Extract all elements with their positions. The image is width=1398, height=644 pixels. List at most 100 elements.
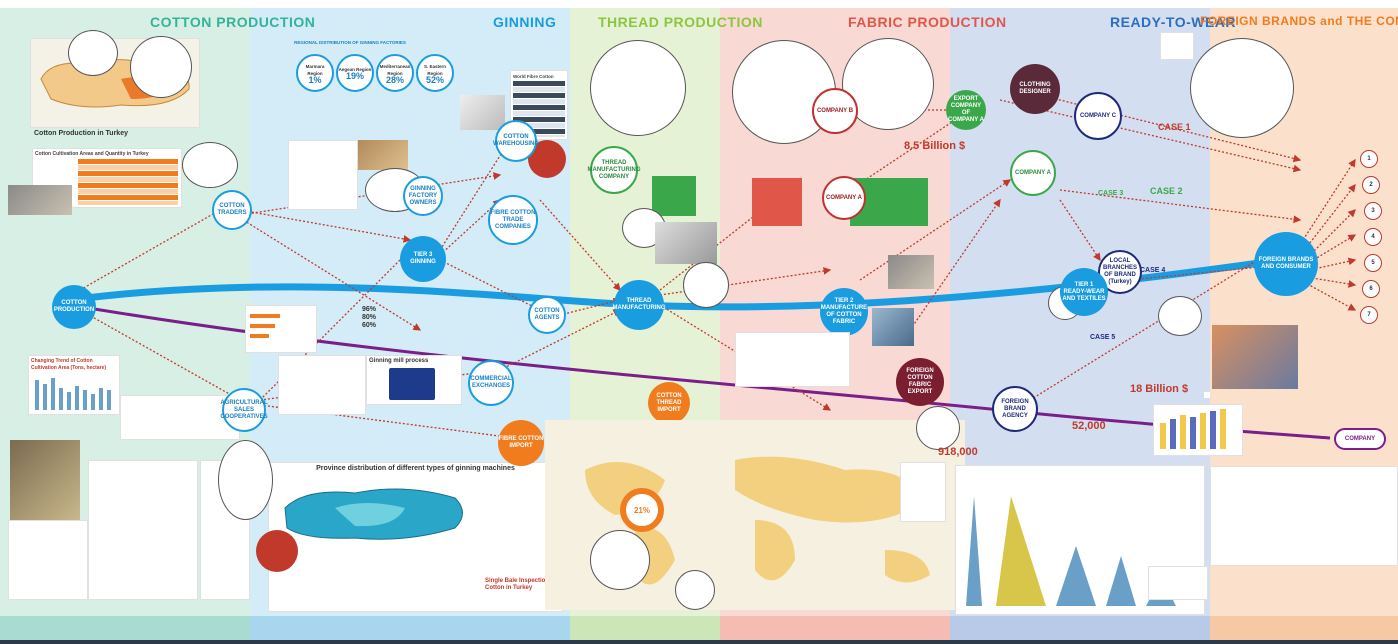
output-1: 1 bbox=[1360, 150, 1378, 168]
chart-price-line bbox=[278, 355, 366, 415]
footer-strip-fabric bbox=[720, 616, 950, 640]
figure-workers-2: 52,000 bbox=[1072, 420, 1106, 432]
node-company-a-rtw[interactable]: COMPANY A bbox=[1010, 150, 1056, 196]
regions-title: REGIONAL DISTRIBUTION OF GINNING FACTORI… bbox=[294, 40, 406, 45]
title-cultivation: Cotton Cultivation Areas and Quantity in… bbox=[35, 151, 149, 157]
chart-ginning-bars bbox=[245, 305, 317, 353]
bar-96 bbox=[250, 314, 280, 318]
note-green-1 bbox=[652, 176, 696, 216]
pct-60: 60% bbox=[362, 322, 377, 329]
region-aegean: Aegean Region 19% bbox=[336, 54, 374, 92]
note-red-fabric bbox=[752, 178, 802, 226]
rtw-bar bbox=[1160, 423, 1166, 449]
node-fibre-cotton-import[interactable]: FIBRE COTTON IMPORT bbox=[498, 420, 544, 466]
pct-list: 96% 80% 60% bbox=[312, 300, 382, 336]
case-3: CASE 3 bbox=[1098, 190, 1124, 197]
text-ginning-intro bbox=[288, 98, 458, 128]
node-foreign-brands-consumer[interactable]: FOREIGN BRANDS AND CONSUMER bbox=[1254, 232, 1318, 296]
bubble-cotton-3 bbox=[182, 142, 238, 188]
header-brands: FOREIGN BRANDS and THE CONSUMER bbox=[1200, 14, 1398, 28]
bubble-rtw-1 bbox=[1190, 38, 1294, 138]
header-thread: THREAD PRODUCTION bbox=[598, 14, 763, 30]
bubble-thread-6 bbox=[675, 570, 715, 610]
node-foreign-fabric-export[interactable]: FOREIGN COTTON FABRIC EXPORT bbox=[896, 358, 944, 406]
pct-80: 80% bbox=[362, 314, 377, 321]
node-agricultural-coops[interactable]: AGRICULTURAL SALES COOPERATIVES bbox=[220, 388, 268, 432]
node-foreign-brand-agency[interactable]: FOREIGN BRAND AGENCY bbox=[992, 386, 1038, 432]
chart-small-line bbox=[1148, 566, 1208, 600]
rtw-bar bbox=[1220, 409, 1226, 449]
node-fibre-cotton-trade[interactable]: FIBRE COTTON TRADE COMPANIES bbox=[488, 195, 538, 245]
photo-field bbox=[8, 185, 72, 215]
node-ginning[interactable]: TIER 3 GINNING bbox=[400, 236, 446, 282]
region-mediterranean: Mediterranean Region 28% bbox=[376, 54, 414, 92]
node-company-a-fabric[interactable]: COMPANY A bbox=[822, 176, 866, 220]
node-red-note-2 bbox=[256, 530, 298, 572]
output-4: 4 bbox=[1364, 228, 1382, 246]
bubble-rtw-3 bbox=[1158, 296, 1202, 336]
node-company-c[interactable]: COMPANY C bbox=[1074, 92, 1122, 140]
bubble-thread-3 bbox=[683, 262, 729, 308]
output-2: 2 bbox=[1362, 176, 1380, 194]
bubble-cotton-2 bbox=[130, 36, 192, 98]
output-5: 5 bbox=[1364, 254, 1382, 272]
node-cotton-warehousing[interactable]: COTTON WAREHOUSING bbox=[493, 120, 539, 162]
node-company[interactable]: COMPANY bbox=[1334, 428, 1386, 450]
case-1: CASE 1 bbox=[1158, 122, 1191, 132]
node-cotton-thread-import[interactable]: COTTON THREAD IMPORT bbox=[648, 382, 690, 424]
header-rtw: READY-TO-WEAR bbox=[1110, 14, 1237, 30]
node-thread-manufacturing-company[interactable]: THREAD MANUFACTURING COMPANY bbox=[588, 146, 641, 194]
footer bbox=[0, 616, 1398, 644]
node-cotton-traders[interactable]: COTTON TRADERS bbox=[212, 190, 252, 230]
case-4: CASE 4 bbox=[1140, 267, 1166, 274]
node-ginning-factory-owners[interactable]: GINNING FACTORY OWNERS bbox=[403, 176, 443, 216]
node-export-company[interactable]: EXPORT COMPANY OF COMPANY A bbox=[946, 90, 986, 130]
rtw-bar bbox=[1180, 415, 1186, 449]
photo-cotton-bales bbox=[460, 95, 505, 130]
mill-diagram bbox=[389, 368, 435, 400]
node-local-branches[interactable]: LOCAL BRANCHES OF BRAND (Turkey) bbox=[1098, 250, 1142, 294]
node-commercial-exchanges[interactable]: COMMERCIAL EXCHANGES bbox=[468, 360, 514, 406]
rtw-bar bbox=[1210, 411, 1216, 449]
footer-strip-ginning bbox=[250, 616, 570, 640]
bubble-thread-1 bbox=[590, 40, 686, 136]
photo-ginning-hall bbox=[358, 140, 408, 170]
bubble-ginning-2 bbox=[218, 440, 273, 520]
text-cultivation-notes bbox=[8, 520, 88, 600]
photo-spinning bbox=[655, 222, 717, 264]
title-single-bale: Single Bale Inspection of Cotton in Turk… bbox=[485, 578, 557, 591]
title-cotton-turkey: Cotton Production in Turkey bbox=[34, 130, 128, 137]
pct-96: 96% bbox=[362, 306, 377, 313]
output-7: 7 bbox=[1360, 306, 1378, 324]
title-ginning-mill: Ginning mill process bbox=[369, 358, 429, 364]
output-6: 6 bbox=[1362, 280, 1380, 298]
node-company-b[interactable]: COMPANY B bbox=[812, 88, 858, 134]
node-ready-wear[interactable]: TIER 1 READY-WEAR AND TEXTILES bbox=[1060, 268, 1108, 316]
header-fabric: FABRIC PRODUCTION bbox=[848, 14, 1007, 30]
bubble-thread-5 bbox=[590, 530, 650, 590]
footer-strip-cotton bbox=[0, 616, 250, 640]
case-5: CASE 5 bbox=[1090, 334, 1116, 341]
node-clothing-designer[interactable]: CLOTHING DESIGNER bbox=[1010, 64, 1060, 114]
table-ginning-stats bbox=[288, 140, 358, 210]
text-consumer-notes bbox=[1210, 466, 1398, 566]
figure-export: 8.5 Billion $ bbox=[904, 140, 966, 152]
node-thread-manufacturing[interactable]: THREAD MANUFACTURING bbox=[613, 280, 666, 330]
figure-workers-1: 918,000 bbox=[938, 446, 978, 458]
output-3: 3 bbox=[1364, 202, 1382, 220]
node-manufacture-fabric[interactable]: TIER 2 MANUFACTURE OF COTTON FABRIC bbox=[820, 288, 868, 336]
title-province: Province distribution of different types… bbox=[316, 465, 515, 472]
mill-process: Ginning mill process bbox=[366, 355, 462, 405]
bar-80 bbox=[250, 324, 275, 328]
node-cotton-agents[interactable]: COTTON AGENTS bbox=[528, 296, 566, 334]
photo-fabric-rolls bbox=[872, 308, 914, 346]
title-changing-trend: Changing Trend of Cotton Cultivation Are… bbox=[31, 358, 107, 371]
rtw-bar bbox=[1190, 417, 1196, 449]
table-fabric-import bbox=[900, 462, 946, 522]
text-child-labour bbox=[88, 460, 198, 600]
chart-rtw-bars bbox=[1153, 404, 1243, 456]
node-cotton-production[interactable]: COTTON PRODUCTION bbox=[52, 285, 96, 329]
regions-panel: REGIONAL DISTRIBUTION OF GINNING FACTORI… bbox=[280, 37, 420, 99]
region-marmara: Marmara Region 1% bbox=[296, 54, 334, 92]
